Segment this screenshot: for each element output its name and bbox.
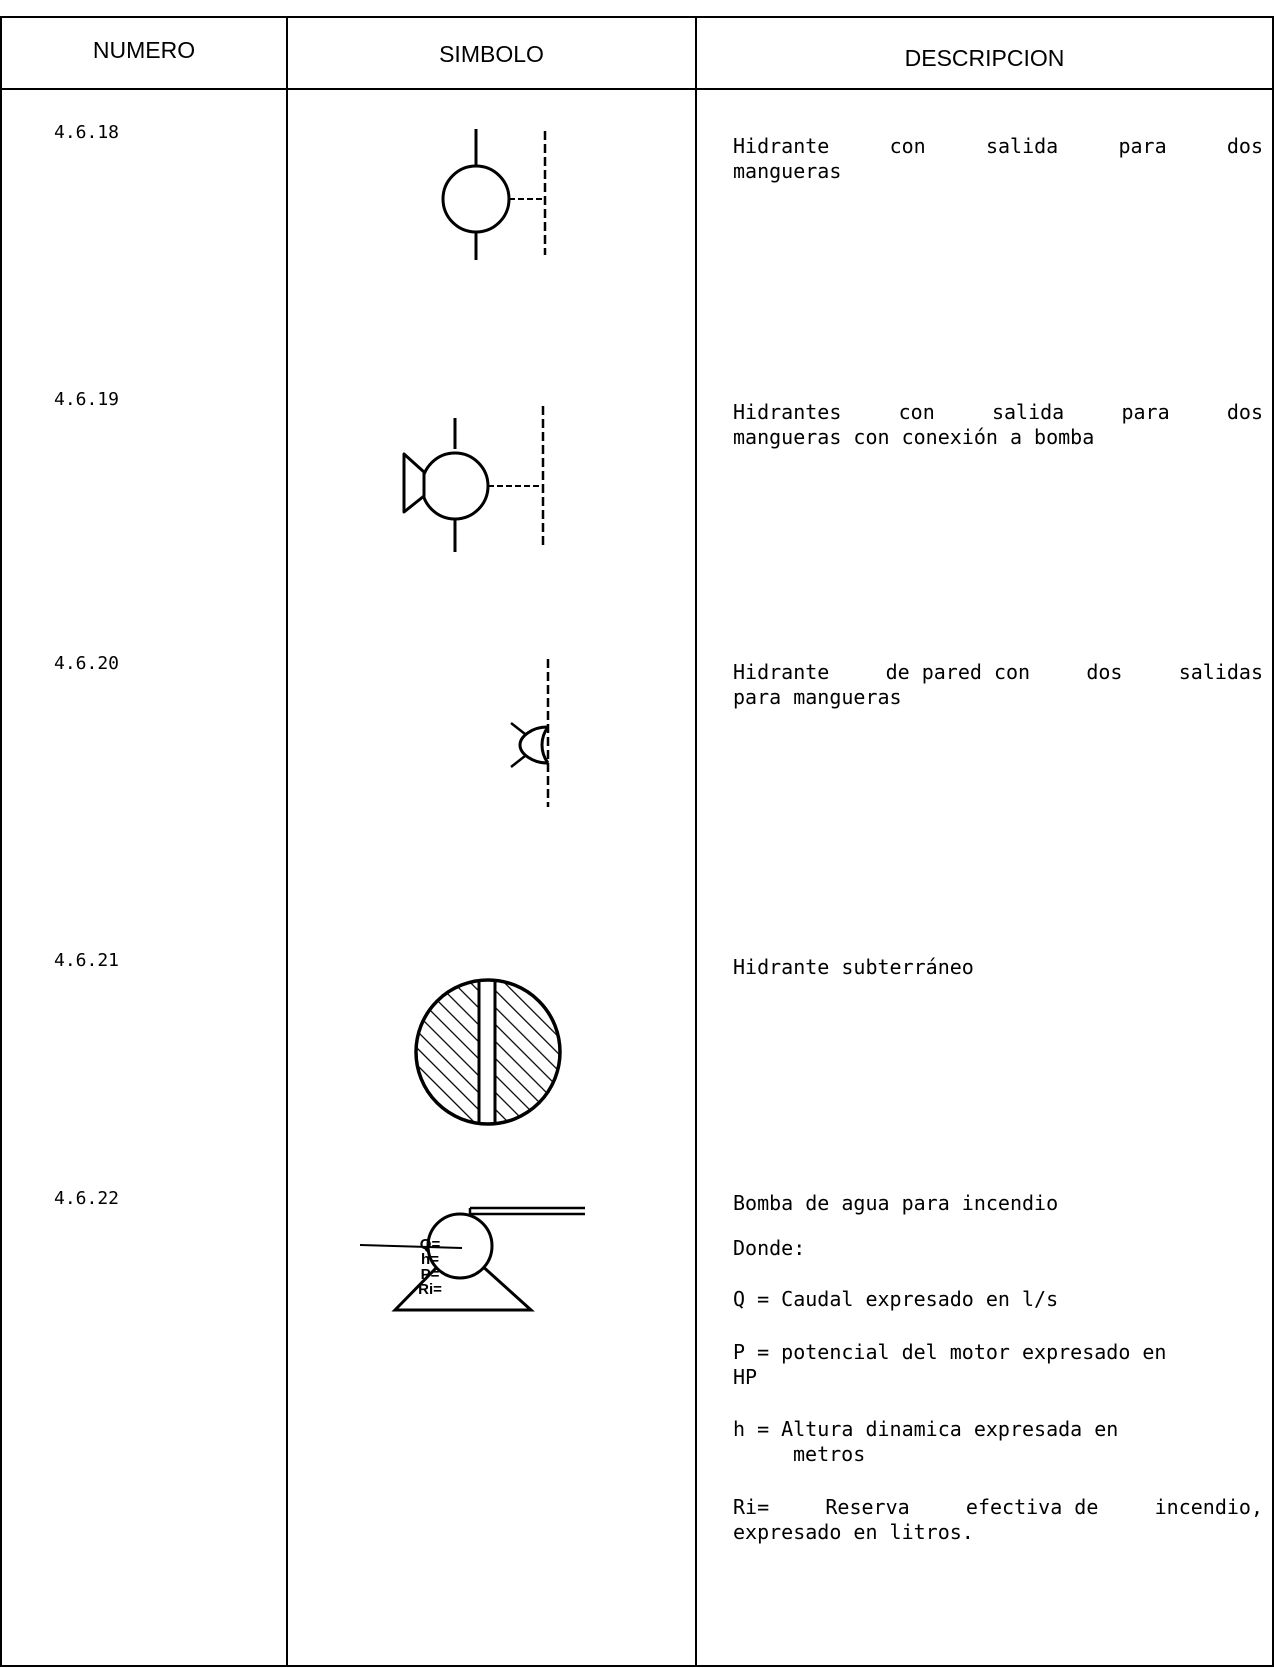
description-line: mangueras con conexión a bomba (733, 425, 1095, 449)
description-word: con (889, 134, 926, 158)
description-line: Hidrantes con salida para dos (733, 400, 1263, 425)
column-divider-1 (286, 16, 288, 1667)
header-bottom-border (0, 88, 1274, 90)
row-description: Hidrantes con salida para dos mangueras con … (733, 400, 1263, 450)
description-word: salidas (1178, 660, 1263, 684)
description-word: incendio, (1154, 1495, 1263, 1519)
description-word: dos (1086, 660, 1123, 684)
header-descripcion: DESCRIPCION (904, 45, 1065, 71)
description-line: Hidrante de pared con dos salidas (733, 660, 1263, 685)
description-h-1: h = Altura dinamica expresada en (733, 1417, 1119, 1441)
column-divider-2 (695, 16, 697, 1667)
hydrant-two-hose-outlets-icon (441, 129, 547, 260)
description-word: de pared con (885, 660, 1031, 684)
table-top-border (0, 16, 1274, 18)
description-line: mangueras (733, 159, 842, 183)
row-number: 4.6.20 (54, 653, 120, 674)
description-word: Ri= (733, 1495, 770, 1519)
label-q: Q= (419, 1236, 441, 1253)
header-numero: NUMERO (92, 37, 196, 63)
description-word: para (1121, 400, 1170, 424)
pump-symbol-labels: Q= h= P= Ri= (380, 1237, 480, 1297)
row-description: Hidrante subterráneo (733, 955, 1263, 980)
row-description: Hidrante de pared con dos salidas para mang… (733, 660, 1263, 710)
row-description: Hidrante con salida para dos mangueras (733, 134, 1263, 184)
description-word: con (898, 400, 935, 424)
description-word: Reserva (825, 1495, 910, 1519)
table-bottom-border (0, 1665, 1274, 1667)
row-description: Bomba de agua para incendio Donde: Q = C… (733, 1191, 1263, 1545)
description-p-1: P = potencial del motor expresado en (733, 1340, 1167, 1364)
description-line: Hidrante subterráneo (733, 955, 974, 979)
description-q: Q = Caudal expresado en l/s (733, 1287, 1059, 1311)
hydrant-two-hose-pump-connection-icon (402, 406, 545, 552)
description-word: salida (991, 400, 1065, 424)
description-ri-2: expresado en litros. (733, 1520, 974, 1544)
description-donde: Donde: (733, 1236, 806, 1260)
description-title: Bomba de agua para incendio (733, 1191, 1059, 1215)
description-word: Hidrante (733, 660, 830, 684)
description-word: Hidrantes (733, 400, 842, 424)
underground-hydrant-icon (414, 978, 562, 1126)
label-h: h= (421, 1251, 439, 1268)
header-simbolo: SIMBOLO (439, 41, 544, 67)
description-p-2: HP (733, 1365, 758, 1389)
description-h-2: metros (793, 1442, 866, 1466)
row-number: 4.6.19 (54, 389, 120, 410)
row-number: 4.6.21 (54, 950, 120, 971)
description-word: para (1118, 134, 1167, 158)
description-line: Hidrante con salida para dos (733, 134, 1263, 159)
description-word: efectiva de (965, 1495, 1099, 1519)
description-line: para mangueras (733, 685, 902, 709)
table-left-border (0, 16, 2, 1667)
description-word: dos (1226, 134, 1263, 158)
description-ri-1: Ri= Reserva efectiva de incendio, (733, 1495, 1263, 1520)
description-word: dos (1226, 400, 1263, 424)
label-ri: Ri= (418, 1281, 442, 1298)
description-word: salida (985, 134, 1059, 158)
fire-water-pump-icon (359, 1206, 585, 1312)
description-word: Hidrante (733, 134, 830, 158)
table-right-border (1272, 16, 1274, 1667)
row-number: 4.6.22 (54, 1188, 120, 1209)
row-number: 4.6.18 (54, 122, 120, 143)
wall-hydrant-two-outlets-icon (510, 659, 550, 807)
label-p: P= (420, 1266, 440, 1283)
